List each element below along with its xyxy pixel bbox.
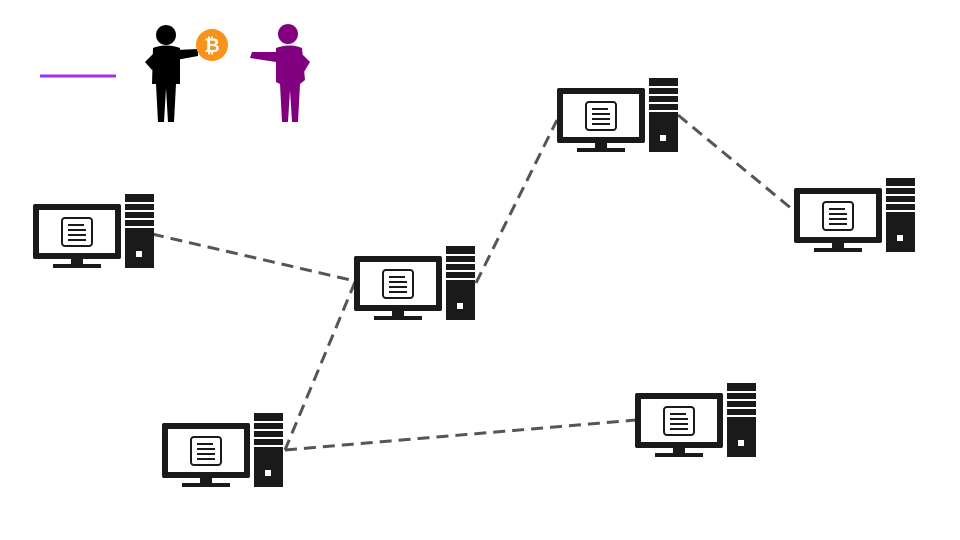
link-node-5-node-6 xyxy=(284,418,637,452)
node-4 xyxy=(794,178,915,252)
network-nodes xyxy=(33,78,915,487)
link-node-3-node-5 xyxy=(283,281,357,451)
node-5 xyxy=(162,413,283,487)
link-node-3-node-2 xyxy=(474,119,559,284)
person-receiving-icon xyxy=(250,24,310,122)
person-giving-icon xyxy=(145,25,198,122)
computer-icon xyxy=(33,194,154,268)
computer-icon xyxy=(635,383,756,457)
network-links xyxy=(151,113,799,452)
bitcoin-icon: ₿ xyxy=(196,29,228,61)
link-node-1-node-3 xyxy=(151,232,356,283)
node-2 xyxy=(557,78,678,152)
computer-icon xyxy=(794,178,915,252)
link-node-2-node-4 xyxy=(677,113,799,216)
transaction-legend: ₿ xyxy=(40,24,310,122)
node-3 xyxy=(354,246,475,320)
computer-icon xyxy=(162,413,283,487)
bitcoin-symbol: ₿ xyxy=(204,35,219,57)
computer-icon xyxy=(354,246,475,320)
computer-icon xyxy=(557,78,678,152)
node-1 xyxy=(33,194,154,268)
node-6 xyxy=(635,383,756,457)
